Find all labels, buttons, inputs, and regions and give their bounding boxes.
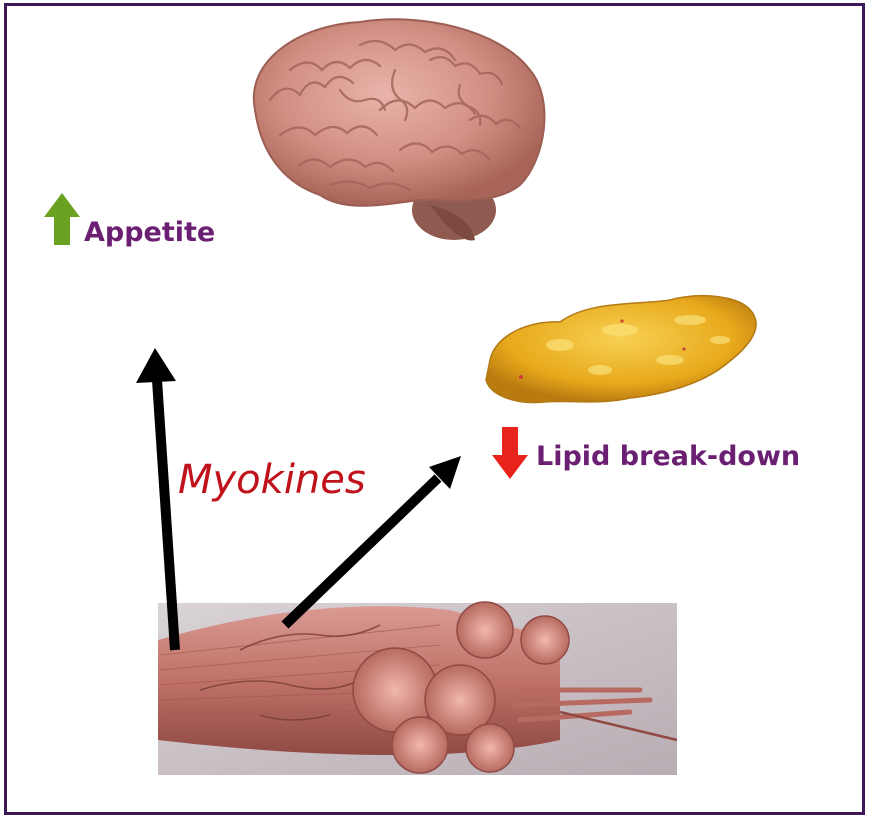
arrow-down-icon — [492, 427, 528, 479]
muscle-fiber-illustration — [158, 602, 677, 775]
lipid-breakdown-label: Lipid break-down — [536, 441, 800, 472]
brain-illustration — [254, 19, 545, 240]
arrow-up-icon — [44, 193, 80, 245]
adipose-tissue-illustration — [486, 296, 756, 403]
appetite-label: Appetite — [84, 217, 215, 248]
arrow-to-brain — [136, 348, 176, 650]
myokines-label: Myokines — [178, 457, 366, 503]
